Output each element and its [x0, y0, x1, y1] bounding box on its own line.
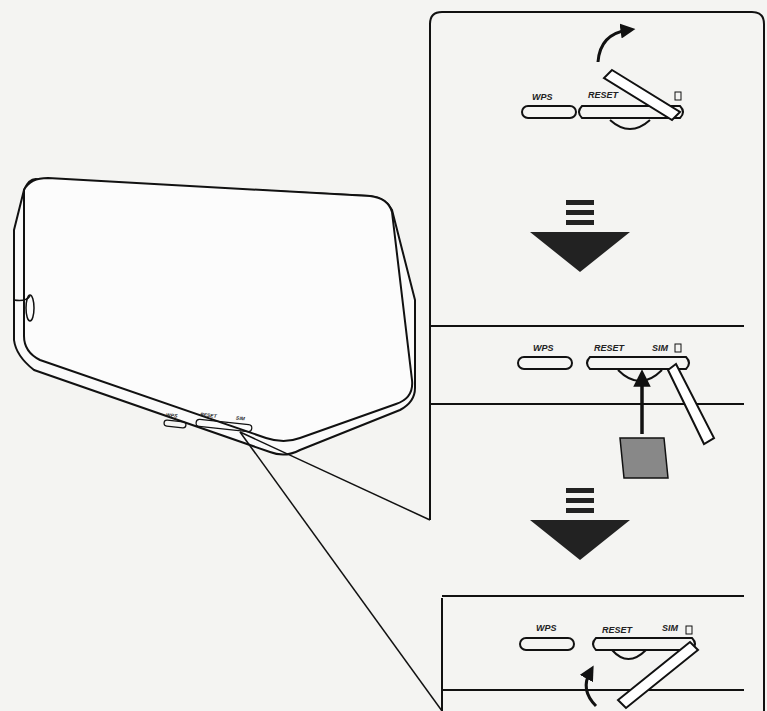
- button-label: RESET: [602, 626, 632, 635]
- finger-notch: [610, 120, 650, 129]
- button-label: WPS: [166, 412, 178, 418]
- panel-frame: [430, 12, 764, 711]
- sim-icon: [675, 92, 681, 100]
- sim-slot: [593, 638, 695, 650]
- device-top: [24, 178, 412, 441]
- sim-card: [620, 438, 668, 478]
- button-label: RESET: [200, 412, 217, 419]
- wps-button: [520, 638, 574, 650]
- slot-cover: [618, 642, 698, 708]
- insert-arrow: [640, 378, 644, 434]
- device-port: [26, 295, 34, 321]
- panel-frame: [441, 598, 443, 711]
- panel-line: [442, 595, 744, 597]
- wps-button: [522, 106, 576, 118]
- zoom-line: [240, 432, 430, 520]
- step-one: [522, 30, 683, 129]
- sim-icon: [686, 626, 692, 634]
- close-arrow: [586, 672, 596, 706]
- panel-line: [430, 325, 744, 327]
- down-arrow: [530, 200, 630, 272]
- step-three: [442, 596, 744, 708]
- button-label: RESET: [594, 344, 624, 353]
- button-label: WPS: [533, 344, 554, 353]
- button-label: WPS: [532, 93, 553, 102]
- down-arrow: [530, 488, 630, 560]
- zoom-panel: [240, 12, 764, 711]
- router-device: [14, 178, 415, 455]
- button-label: SIM: [652, 344, 668, 353]
- button-label: WPS: [536, 624, 557, 633]
- finger-notch: [618, 370, 662, 381]
- sim-icon: [675, 344, 681, 352]
- button-label: SIM: [662, 624, 678, 633]
- open-arrow: [598, 30, 628, 62]
- wps-button: [164, 420, 187, 428]
- zoom-line: [240, 432, 442, 711]
- step-two: [430, 326, 744, 478]
- finger-notch: [612, 650, 646, 659]
- button-label: SIM: [236, 416, 245, 422]
- wps-button: [518, 357, 572, 369]
- panel-line: [442, 689, 744, 691]
- slot-cover: [668, 364, 714, 444]
- button-label: RESET: [588, 91, 618, 100]
